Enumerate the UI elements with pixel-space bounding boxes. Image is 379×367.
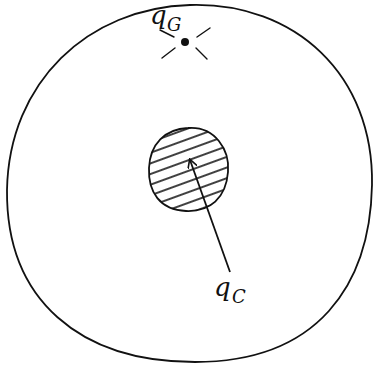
pointer-arrow — [190, 160, 230, 272]
charge-symbol: q — [150, 2, 167, 28]
hatched-region — [149, 128, 228, 211]
charge-subscript: G — [167, 16, 181, 34]
charge-subscript: C — [232, 288, 246, 306]
point-charge — [181, 38, 189, 46]
charge-symbol: q — [214, 274, 231, 300]
outer-region — [7, 5, 372, 362]
